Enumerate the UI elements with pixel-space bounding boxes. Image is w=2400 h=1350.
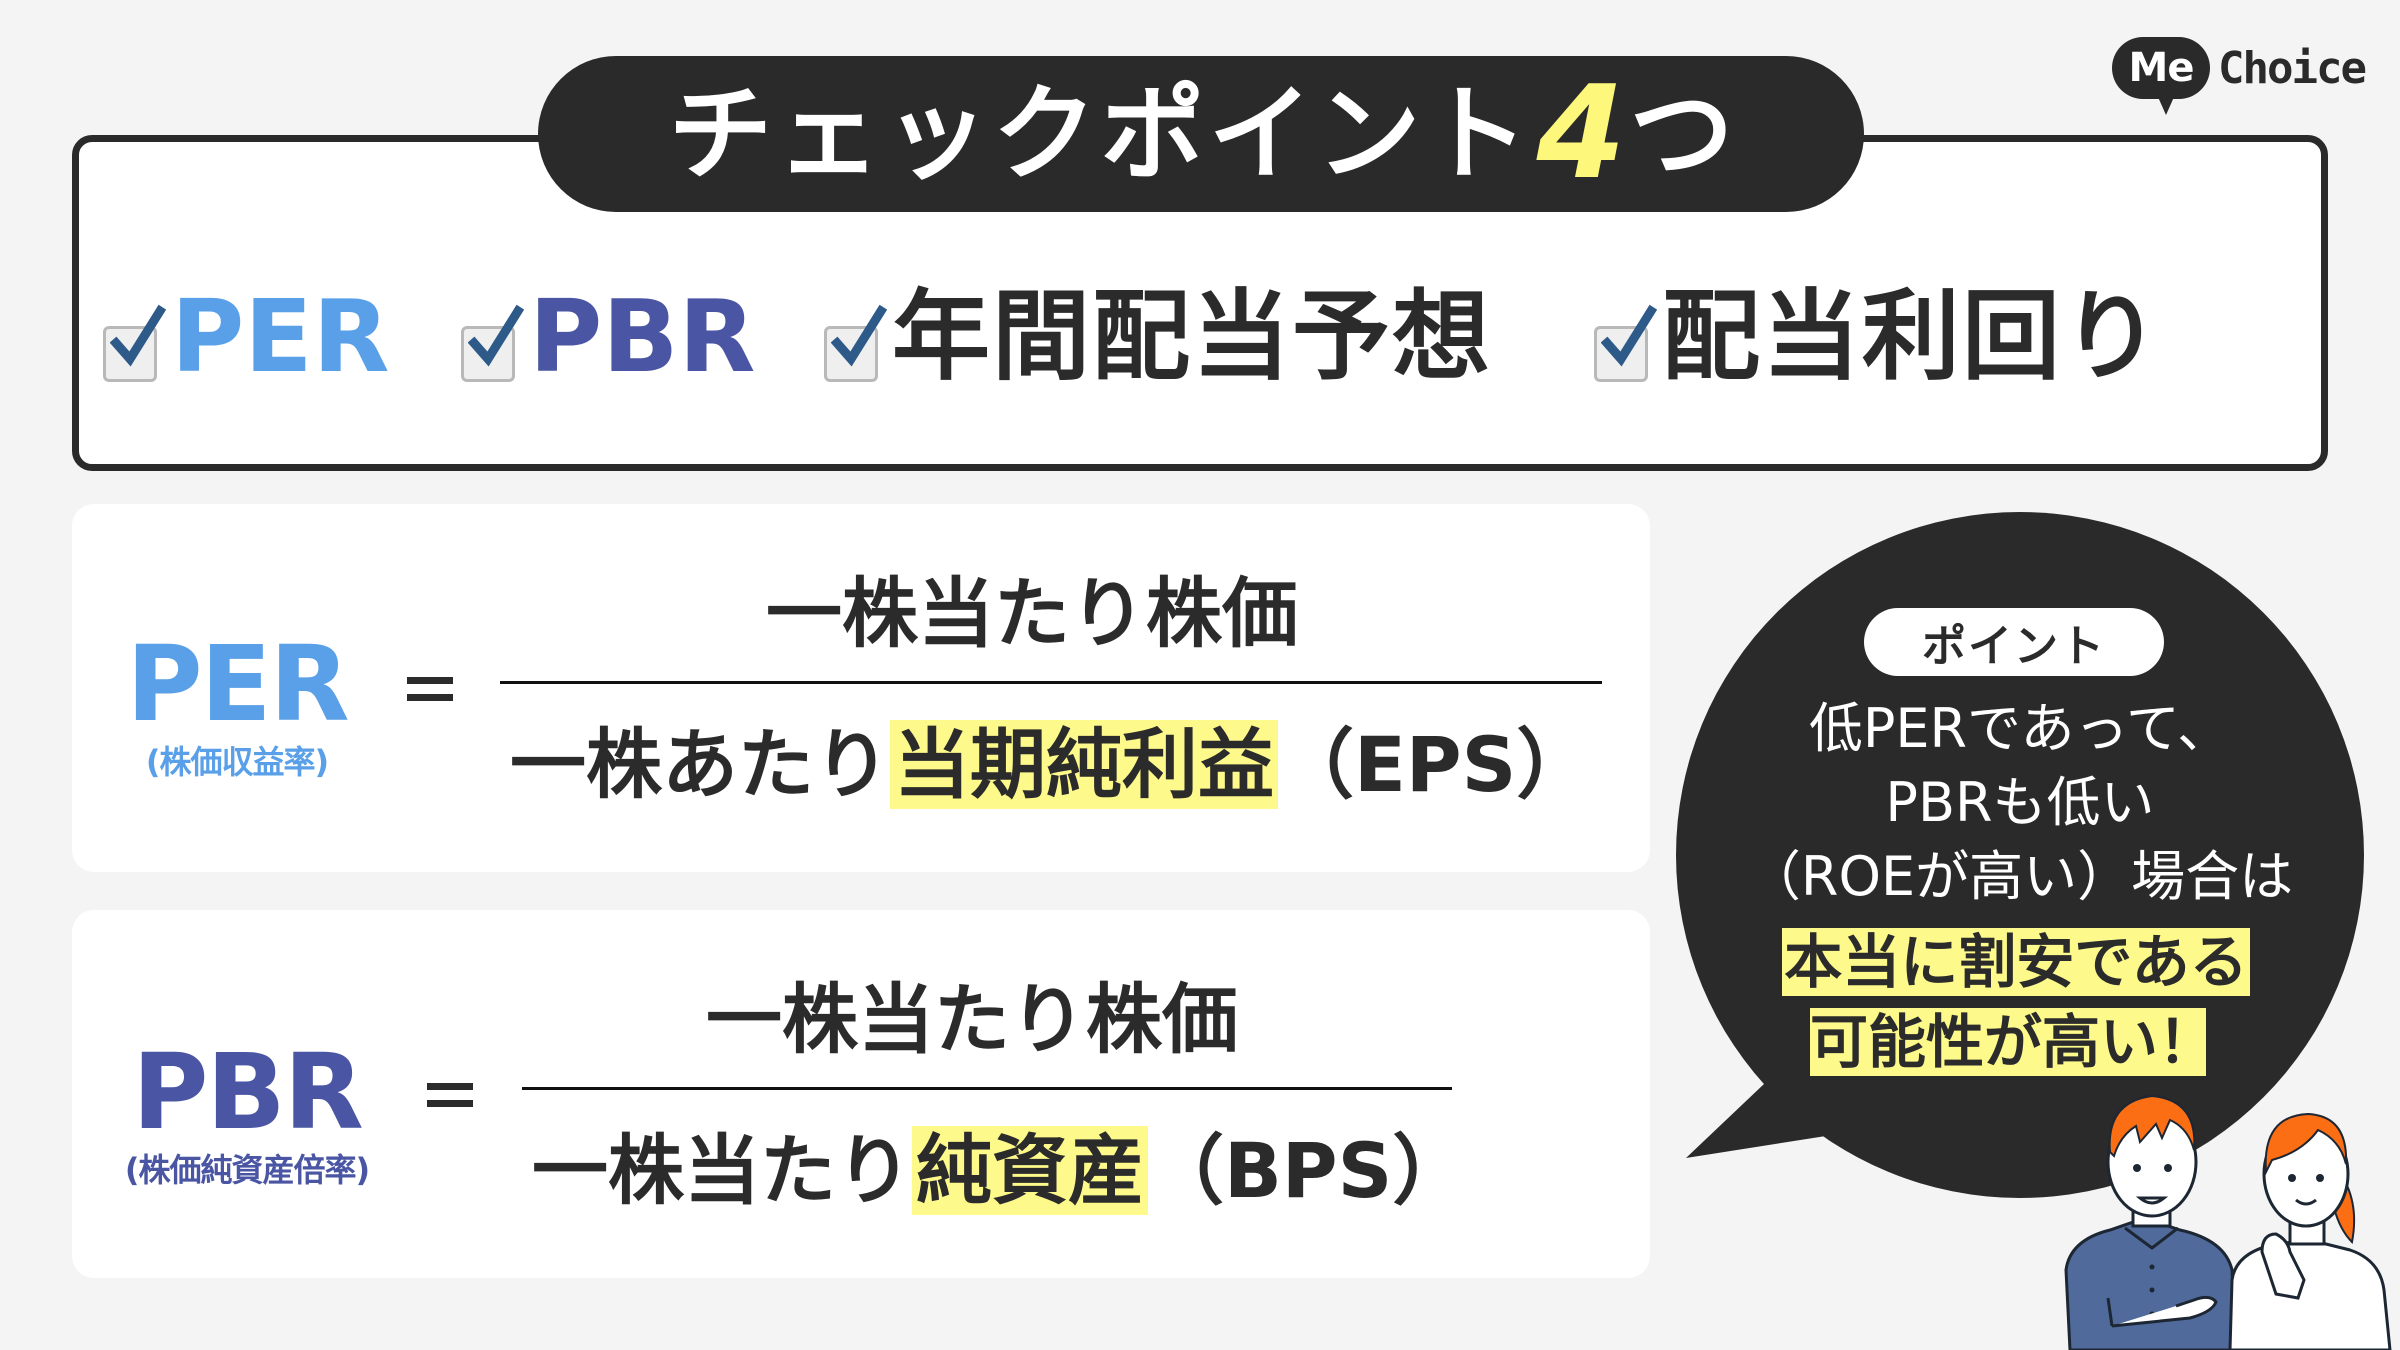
logo-badge-text: Me bbox=[2128, 45, 2195, 91]
per-formula-card: PER (株価収益率) 一株当たり株価 一株あたり当期純利益（EPS） bbox=[72, 504, 1650, 872]
metric-subtitle: (株価収益率) bbox=[145, 743, 329, 781]
bubble-text-line: 低PERであって、 bbox=[1808, 697, 2232, 760]
checklist-item-dividend-yield: 配当利回り bbox=[1594, 272, 2162, 402]
checklist-label: PER bbox=[171, 278, 390, 395]
mechoice-logo: Me Choice bbox=[2112, 30, 2367, 115]
denominator-highlight: 純資産 bbox=[912, 1126, 1148, 1215]
fraction-line bbox=[522, 1087, 1452, 1090]
denominator-prefix: 一株当たり bbox=[532, 1126, 912, 1215]
page-title: チェックポイント bbox=[668, 73, 1533, 195]
bubble-highlight-line: 可能性が高い！ bbox=[1810, 1008, 2217, 1076]
metric-name: PBR bbox=[132, 1031, 364, 1153]
logo-text: Choice bbox=[2218, 42, 2367, 94]
checkbox-checked-icon bbox=[103, 304, 166, 382]
denominator-prefix: 一株あたり bbox=[510, 720, 890, 809]
pbr-metric: PBR (株価純資産倍率) bbox=[102, 1040, 392, 1186]
bubble-highlight-line: 本当に割安である bbox=[1782, 928, 2250, 996]
point-badge: ポイント bbox=[1864, 608, 2164, 676]
fraction-numerator: 一株当たり株価 bbox=[766, 569, 1298, 658]
bubble-text-line: PBRも低い bbox=[1885, 771, 2155, 834]
checklist-label: 配当利回り bbox=[1662, 280, 2163, 394]
denominator-suffix: （EPS） bbox=[1278, 720, 1593, 809]
fraction-denominator: 一株あたり当期純利益（EPS） bbox=[510, 720, 1592, 809]
per-metric: PER (株価収益率) bbox=[122, 632, 352, 778]
checklist-label: PBR bbox=[529, 278, 756, 395]
checklist-item-pbr: PBR bbox=[461, 272, 756, 402]
denominator-highlight: 当期純利益 bbox=[890, 720, 1278, 809]
bubble-text-line: （ROEが高い）場合は bbox=[1746, 845, 2294, 908]
fraction-denominator: 一株当たり純資産（BPS） bbox=[532, 1126, 1468, 1215]
checklist-item-per: PER bbox=[103, 272, 390, 402]
checkbox-checked-icon bbox=[824, 304, 887, 382]
two-people-illustration-icon bbox=[2064, 1094, 2392, 1350]
speech-bubble-logo-icon: Me bbox=[2112, 37, 2210, 115]
title-number: 4 bbox=[1536, 59, 1626, 208]
checklist-label: 年間配当予想 bbox=[892, 280, 1493, 394]
title-pill: チェックポイント 4 つ bbox=[538, 56, 1864, 212]
title-suffix: つ bbox=[1629, 73, 1734, 195]
pbr-formula-card: PBR (株価純資産倍率) 一株当たり株価 一株当たり純資産（BPS） bbox=[72, 910, 1650, 1278]
fraction-numerator: 一株当たり株価 bbox=[706, 975, 1238, 1064]
denominator-suffix: （BPS） bbox=[1148, 1126, 1469, 1215]
metric-name: PER bbox=[126, 623, 349, 745]
checklist-item-annual-dividend: 年間配当予想 bbox=[824, 272, 1492, 402]
fraction-line bbox=[500, 681, 1602, 684]
equals-sign bbox=[427, 1083, 473, 1107]
checkbox-checked-icon bbox=[461, 304, 524, 382]
equals-sign bbox=[407, 677, 453, 701]
metric-subtitle: (株価純資産倍率) bbox=[124, 1151, 370, 1189]
checkbox-checked-icon bbox=[1594, 304, 1657, 382]
checklist: PER PBR 年間配当予想 配当利回り bbox=[79, 272, 2321, 402]
